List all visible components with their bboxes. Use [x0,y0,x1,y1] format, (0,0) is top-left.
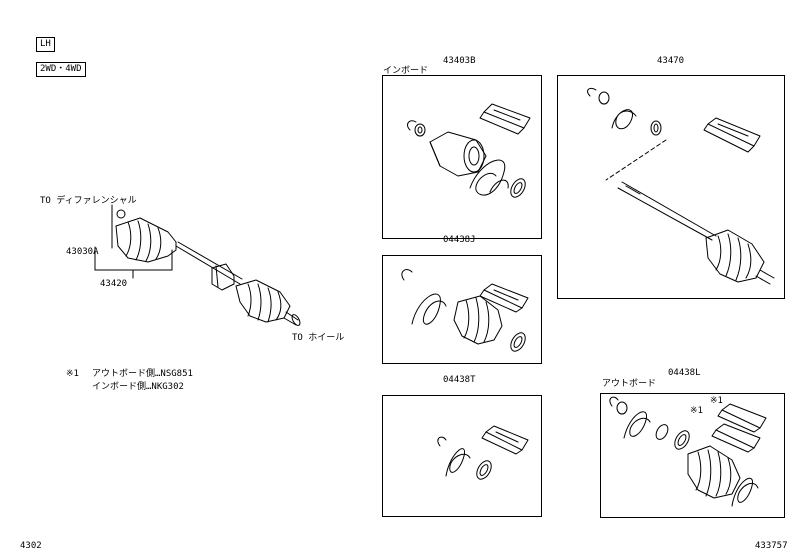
inboard-joint-drawing [407,103,531,198]
part-label-43420[interactable]: 43420 [100,279,128,289]
side-tag: LH [36,37,55,52]
kit-code-inboard-boot[interactable]: 04438J [443,235,476,245]
kit-side-label-outboard: アウトボード [602,379,657,389]
drive-tag: 2WD・4WD [36,62,86,77]
drive-shaft-assembly[interactable] [94,204,302,327]
kit-code-outboard-shaft[interactable]: 43470 [657,56,685,66]
kit-code-inboard-joint[interactable]: 43403B [443,56,476,66]
kit-box-outboard-shaft[interactable] [557,75,785,299]
inboard-boot-drawing [401,269,529,352]
kit-code-outboard-boot[interactable]: 04438L [668,368,701,378]
outboard-shaft-drawing [587,87,775,285]
kit-box-boot-clamp[interactable] [382,395,542,517]
kit-box-inboard-boot[interactable] [382,255,542,364]
to-wheel-label: TO ホイール [292,333,345,343]
note-mark: ※1 [66,369,79,379]
kit-box-inboard-joint[interactable] [382,75,542,239]
kit-code-boot-clamp[interactable]: 04438T [443,375,476,385]
boot-clamp-drawing [437,425,529,480]
outboard-marker-2: ※1 [690,406,703,416]
note-line-outboard: アウトボード側…NSG851 [92,369,193,379]
outboard-marker-1: ※1 [710,396,723,406]
kit-side-label-inboard: インボード [383,66,429,76]
kit-box-outboard-boot[interactable] [600,393,785,518]
part-label-43030a[interactable]: 43030A [66,247,99,257]
outboard-boot-drawing [609,396,767,507]
note-line-inboard: インボード側…NKG302 [92,382,184,392]
footer-left-code: 4302 [20,541,42,551]
footer-right-code: 433757 [755,541,788,551]
to-differential-label: TO ディファレンシャル [40,196,137,206]
